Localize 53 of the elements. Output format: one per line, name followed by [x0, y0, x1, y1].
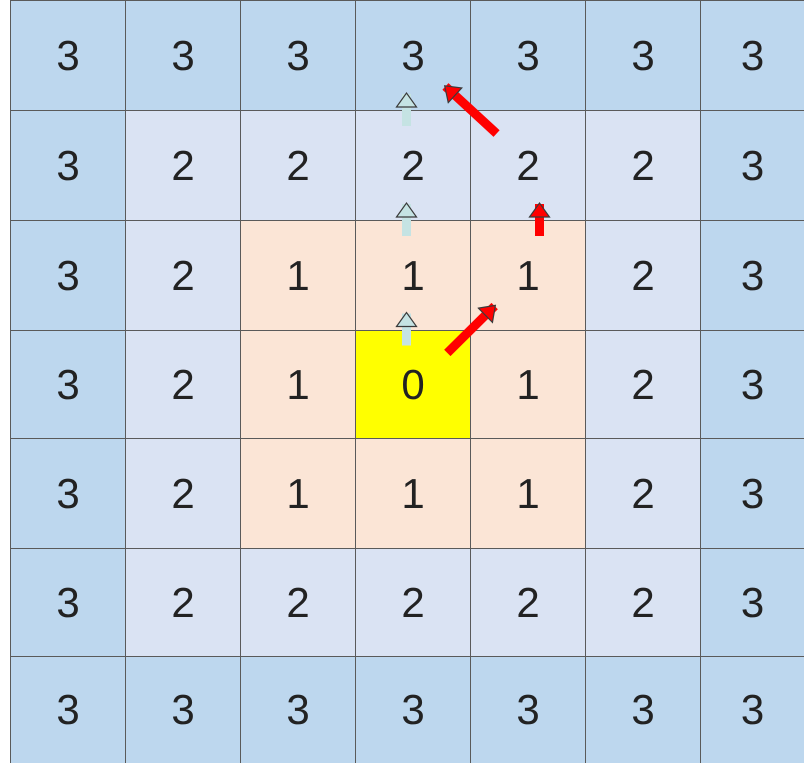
grid-cell: 2 [125, 438, 241, 549]
grid-cell: 1 [470, 330, 586, 439]
arrow [528, 202, 550, 236]
arrow [396, 92, 418, 126]
grid-cell: 2 [470, 110, 586, 221]
grid-cell: 1 [470, 220, 586, 331]
grid-cell: 0 [355, 330, 471, 439]
grid-cell: 2 [585, 220, 701, 331]
grid-cell: 3 [700, 220, 804, 331]
arrow [396, 202, 418, 236]
grid-cell: 3 [10, 330, 126, 439]
grid-cell: 3 [700, 330, 804, 439]
grid-cell: 3 [240, 656, 356, 763]
grid-cell: 3 [355, 0, 471, 111]
grid-cell: 2 [125, 110, 241, 221]
grid-cell: 3 [700, 656, 804, 763]
grid-cell: 3 [10, 220, 126, 331]
grid-cell: 3 [700, 0, 804, 111]
grid-cell: 1 [240, 438, 356, 549]
grid-cell: 1 [355, 438, 471, 549]
grid-cell: 1 [470, 438, 586, 549]
grid-cell: 2 [240, 110, 356, 221]
grid-cell: 3 [240, 0, 356, 111]
grid-cell: 1 [240, 330, 356, 439]
grid-cell: 2 [585, 330, 701, 439]
grid-cell: 3 [470, 656, 586, 763]
grid-cell: 1 [240, 220, 356, 331]
grid-cell: 2 [585, 548, 701, 657]
grid-cell: 2 [470, 548, 586, 657]
grid-cell: 3 [10, 110, 126, 221]
grid-cell: 3 [470, 0, 586, 111]
grid-cell: 3 [700, 110, 804, 221]
grid-cell: 3 [10, 656, 126, 763]
grid-cell: 3 [125, 656, 241, 763]
grid-cell: 2 [125, 548, 241, 657]
grid-cell: 3 [585, 0, 701, 111]
grid-cell: 3 [700, 438, 804, 549]
grid-cell: 2 [585, 110, 701, 221]
grid-cell: 2 [585, 438, 701, 549]
grid-cell: 2 [240, 548, 356, 657]
grid-cell: 2 [125, 220, 241, 331]
grid-cell: 3 [10, 548, 126, 657]
grid-cell: 2 [355, 548, 471, 657]
grid-cell: 2 [355, 110, 471, 221]
grid-cell: 3 [585, 656, 701, 763]
grid-cell: 3 [355, 656, 471, 763]
grid-cell: 1 [355, 220, 471, 331]
grid-cell: 3 [125, 0, 241, 111]
arrow [396, 312, 418, 346]
grid-cell: 3 [10, 438, 126, 549]
grid-cell: 2 [125, 330, 241, 439]
grid-cell: 3 [10, 0, 126, 111]
grid-cell: 3 [700, 548, 804, 657]
